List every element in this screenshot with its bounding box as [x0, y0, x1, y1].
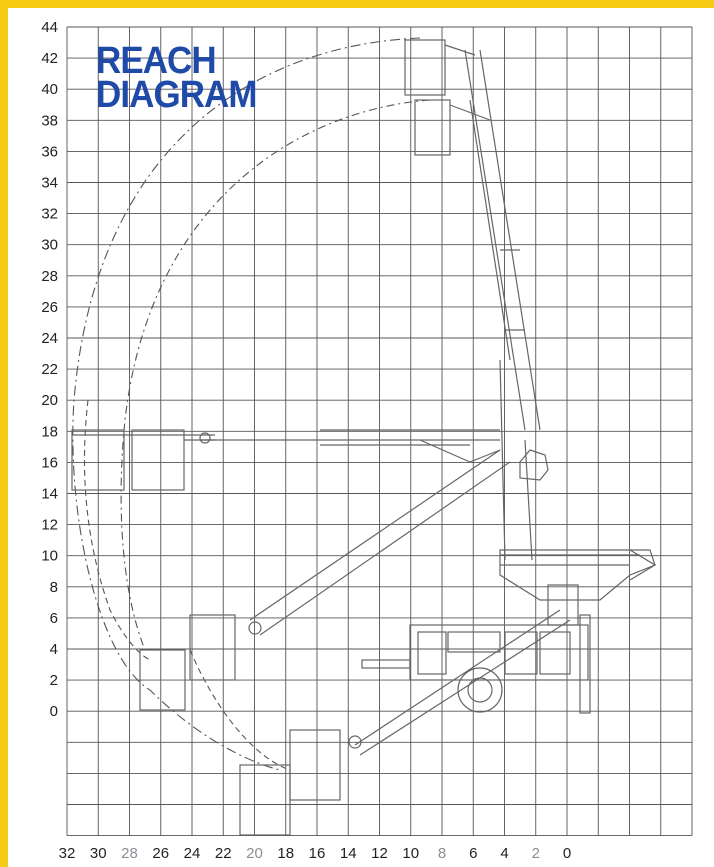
y-tick-label: 26: [41, 299, 58, 316]
y-tick-label: 10: [41, 548, 58, 565]
y-tick-label: 12: [41, 517, 58, 534]
y-tick-label: 32: [41, 206, 58, 223]
diagonal-boom-mid: [249, 449, 511, 636]
y-tick-label: 2: [50, 672, 58, 689]
y-tick-label: 22: [41, 361, 58, 378]
y-tick-label: 24: [41, 330, 58, 347]
truck-outrigger: [579, 614, 591, 714]
x-tick-label: 2: [532, 845, 540, 862]
outer-envelope-curve: [72, 37, 421, 771]
x-tick-label: 32: [59, 845, 76, 862]
y-tick-label: 30: [41, 237, 58, 254]
horizontal-boom-right: [500, 549, 657, 581]
title-line-2: DIAGRAM: [96, 74, 258, 116]
y-axis-ticks: 4442403836343230282624222018161412108642…: [41, 19, 58, 720]
horizontal-boom: [200, 429, 501, 463]
bucket-mid: [139, 614, 262, 711]
lower-envelope-curve: [189, 649, 291, 771]
diagonal-boom-low: [354, 609, 571, 756]
x-tick-label: 18: [277, 845, 294, 862]
y-tick-label: 16: [41, 454, 58, 471]
reach-envelope: [72, 37, 431, 771]
boom-drawing: [71, 39, 657, 836]
bucket-left-pair: [71, 429, 215, 491]
y-tick-label: 14: [41, 486, 58, 503]
turret: [499, 449, 656, 626]
truck-wheel: [457, 667, 503, 713]
upper-boom: [464, 49, 541, 561]
y-tick-label: 18: [41, 423, 58, 440]
truck-wheel-hub: [467, 677, 493, 703]
truck-window: [447, 631, 501, 653]
y-tick-label: 44: [41, 19, 58, 36]
title-line-1: REACH: [96, 40, 217, 82]
y-tick-label: 36: [41, 143, 58, 160]
x-tick-label: 24: [184, 845, 201, 862]
x-tick-label: 16: [309, 845, 326, 862]
bucket-top: [404, 39, 491, 156]
y-tick-label: 8: [50, 579, 58, 596]
x-tick-label: 28: [121, 845, 138, 862]
truck-window: [504, 631, 538, 675]
y-tick-label: 28: [41, 268, 58, 285]
x-tick-label: 10: [402, 845, 419, 862]
x-tick-label: 26: [152, 845, 169, 862]
y-tick-label: 40: [41, 81, 58, 98]
inner-envelope-curve: [120, 99, 431, 651]
x-tick-label: 12: [371, 845, 388, 862]
x-tick-label: 22: [215, 845, 232, 862]
side-envelope-curve: [83, 399, 151, 661]
x-tick-label: 0: [563, 845, 571, 862]
y-tick-label: 42: [41, 50, 58, 67]
y-tick-label: 38: [41, 112, 58, 129]
x-tick-label: 6: [469, 845, 477, 862]
x-tick-label: 4: [500, 845, 508, 862]
truck-window: [417, 631, 447, 675]
x-tick-label: 20: [246, 845, 263, 862]
x-tick-label: 14: [340, 845, 357, 862]
truck-window: [539, 631, 571, 675]
x-tick-label: 30: [90, 845, 107, 862]
y-tick-label: 4: [50, 641, 58, 658]
truck-bumper: [361, 659, 411, 669]
y-tick-label: 0: [50, 703, 58, 720]
grid: [66, 26, 693, 837]
y-tick-label: 6: [50, 610, 58, 627]
x-tick-label: 8: [438, 845, 446, 862]
reach-diagram-title: REACH DIAGRAM: [96, 40, 258, 116]
bucket-low: [239, 729, 362, 836]
y-tick-label: 20: [41, 392, 58, 409]
y-tick-label: 34: [41, 175, 58, 192]
